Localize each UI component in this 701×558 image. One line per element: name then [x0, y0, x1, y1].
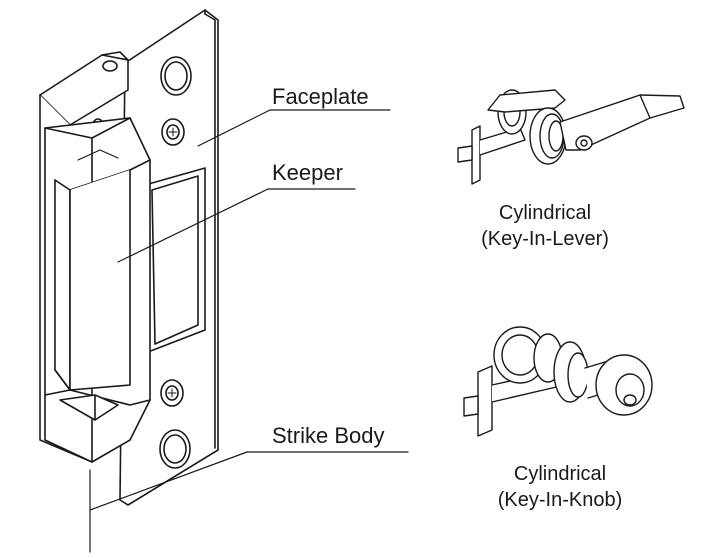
keeper: [44, 117, 151, 463]
lever-caption-line2: (Key-In-Lever): [481, 228, 609, 250]
lever-caption: Cylindrical (Key-In-Lever): [465, 200, 625, 252]
key-in-lever-lock: [457, 89, 685, 185]
leader-lines: [89, 109, 409, 553]
electric-strike: [39, 9, 219, 506]
lever-caption-line1: Cylindrical: [498, 202, 592, 224]
strike-body-label: Strike Body: [272, 423, 385, 448]
faceplate-label: Faceplate: [272, 84, 369, 109]
knob-caption-line2: (Key-In-Knob): [497, 489, 623, 511]
keeper-label: Keeper: [272, 160, 343, 185]
knob-caption: Cylindrical (Key-In-Knob): [480, 461, 640, 513]
key-in-knob-lock: [463, 326, 653, 437]
knob-caption-line1: Cylindrical: [513, 463, 607, 485]
